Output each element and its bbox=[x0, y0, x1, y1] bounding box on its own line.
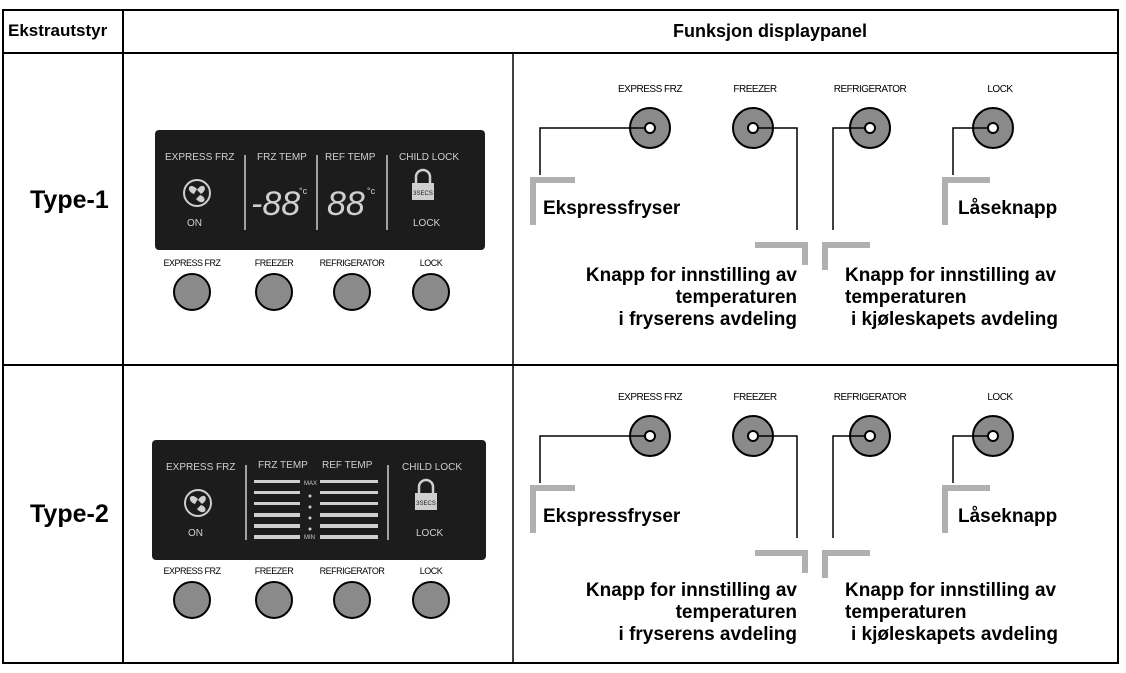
padlock-icon: 3SECS bbox=[412, 168, 434, 200]
refrigerator-button[interactable] bbox=[333, 273, 371, 311]
btn-caption-express-frz: EXPRESS FRZ bbox=[163, 258, 221, 268]
lcd2-frz-temp-label: FRZ TEMP bbox=[258, 460, 308, 471]
btn2-caption-freezer: FREEZER bbox=[254, 566, 294, 576]
btn-caption-lock: LOCK bbox=[419, 258, 443, 268]
lcd-secs-label: 3SECS bbox=[413, 191, 433, 197]
fridge-line-3: i kjøleskapets avdeling bbox=[851, 624, 1058, 645]
btn-caption-freezer: FREEZER bbox=[254, 258, 294, 268]
freezer-line-1: Knapp for innstilling av bbox=[585, 580, 797, 601]
lock-button[interactable] bbox=[412, 581, 450, 619]
lcd2-secs-label: 3SECS bbox=[416, 501, 436, 507]
diag2-caption-lock: LOCK bbox=[987, 392, 1013, 403]
lcd-express-frz-label: EXPRESS FRZ bbox=[165, 152, 234, 163]
fridge-line-1: Knapp for innstilling av bbox=[845, 580, 1057, 601]
lcd-frz-temp-label: FRZ TEMP bbox=[257, 152, 307, 163]
lcd2-on-label: ON bbox=[188, 528, 203, 539]
freezer-line-3: i fryserens avdeling bbox=[618, 624, 797, 645]
lcd-on-label: ON bbox=[187, 218, 202, 229]
diag1-caption-refrigerator: REFRIGERATOR bbox=[833, 84, 907, 95]
lcd-ref-deg: °c bbox=[367, 186, 376, 196]
panel-buttons-type-2 bbox=[173, 581, 450, 619]
diag2-caption-express: EXPRESS FRZ bbox=[618, 392, 682, 403]
header-col-display: Funksjon displaypanel bbox=[672, 21, 868, 41]
diag1-caption-express: EXPRESS FRZ bbox=[618, 84, 682, 95]
freezer-line-3: i fryserens avdeling bbox=[618, 309, 797, 330]
diag2-caption-refrigerator: REFRIGERATOR bbox=[833, 392, 907, 403]
fan-icon bbox=[183, 179, 211, 207]
lcd2-lock-label: LOCK bbox=[416, 528, 444, 539]
lock-button[interactable] bbox=[412, 273, 450, 311]
express-frz-button[interactable] bbox=[173, 273, 211, 311]
btn2-caption-express-frz: EXPRESS FRZ bbox=[163, 566, 221, 576]
diagram-lines-type-1 bbox=[530, 107, 1014, 270]
lcd-graphics: EXPRESS FRZ ON FRZ TEMP -88 °c REF TEMP … bbox=[165, 152, 459, 230]
panel-buttons-type-1 bbox=[173, 273, 450, 311]
temp-level-bars bbox=[254, 480, 378, 539]
lcd2-child-lock-label: CHILD LOCK bbox=[402, 462, 462, 473]
type-1-label: Type-1 bbox=[30, 186, 109, 214]
btn2-caption-refrigerator: REFRIGERATOR bbox=[319, 566, 385, 576]
lcd-ref-value: 88 bbox=[327, 185, 365, 223]
freezer-button[interactable] bbox=[255, 273, 293, 311]
lcd-frz-value: -88 bbox=[251, 185, 300, 223]
diag2-lock-label: Låseknapp bbox=[958, 506, 1058, 527]
diag1-fridge-label: Knapp for innstilling av temperaturen i … bbox=[845, 265, 1115, 331]
diag2-caption-freezer: FREEZER bbox=[733, 392, 777, 403]
freezer-line-2: temperaturen bbox=[675, 287, 797, 308]
express-frz-button[interactable] bbox=[173, 581, 211, 619]
diag2-express-label: Ekspressfryser bbox=[543, 506, 681, 527]
lcd2-min-label: MIN bbox=[304, 535, 315, 541]
diag2-fridge-label: Knapp for innstilling av temperaturen i … bbox=[845, 580, 1115, 646]
refrigerator-button[interactable] bbox=[333, 581, 371, 619]
btn2-caption-lock: LOCK bbox=[419, 566, 443, 576]
freezer-line-2: temperaturen bbox=[675, 602, 797, 623]
diag1-caption-freezer: FREEZER bbox=[733, 84, 777, 95]
fridge-line-2: temperaturen bbox=[845, 602, 967, 623]
diag1-freezer-label: Knapp for innstilling av temperaturen i … bbox=[520, 265, 797, 331]
fridge-line-2: temperaturen bbox=[845, 287, 967, 308]
lcd2-express-frz-label: EXPRESS FRZ bbox=[166, 462, 235, 473]
freezer-button[interactable] bbox=[255, 581, 293, 619]
lcd-graphics-2: EXPRESS FRZ ON FRZ TEMP REF TEMP MAX MIN… bbox=[166, 460, 462, 541]
fan-icon bbox=[184, 489, 212, 517]
lcd2-max-label: MAX bbox=[304, 481, 317, 487]
header-col-options: Ekstrautstyr bbox=[8, 21, 108, 40]
btn-caption-refrigerator: REFRIGERATOR bbox=[319, 258, 385, 268]
type-2-label: Type-2 bbox=[30, 500, 109, 528]
fridge-line-3: i kjøleskapets avdeling bbox=[851, 309, 1058, 330]
lcd-lock-label: LOCK bbox=[413, 218, 441, 229]
display-panel-type-1: EXPRESS FRZ ON FRZ TEMP -88 °c REF TEMP … bbox=[155, 130, 485, 250]
diag1-express-label: Ekspressfryser bbox=[543, 198, 681, 219]
diagram-lines-type-2 bbox=[530, 415, 1014, 578]
diag2-freezer-label: Knapp for innstilling av temperaturen i … bbox=[520, 580, 797, 646]
freezer-line-1: Knapp for innstilling av bbox=[585, 265, 797, 286]
lcd-ref-temp-label: REF TEMP bbox=[325, 152, 376, 163]
display-panel-type-2: EXPRESS FRZ ON FRZ TEMP REF TEMP MAX MIN… bbox=[152, 440, 486, 560]
diag1-caption-lock: LOCK bbox=[987, 84, 1013, 95]
lcd2-ref-temp-label: REF TEMP bbox=[322, 460, 373, 471]
diag1-lock-label: Låseknapp bbox=[958, 198, 1058, 219]
lcd-frz-deg: °c bbox=[299, 186, 308, 196]
fridge-line-1: Knapp for innstilling av bbox=[845, 265, 1057, 286]
lcd-child-lock-label: CHILD LOCK bbox=[399, 152, 459, 163]
padlock-icon: 3SECS bbox=[415, 478, 437, 510]
